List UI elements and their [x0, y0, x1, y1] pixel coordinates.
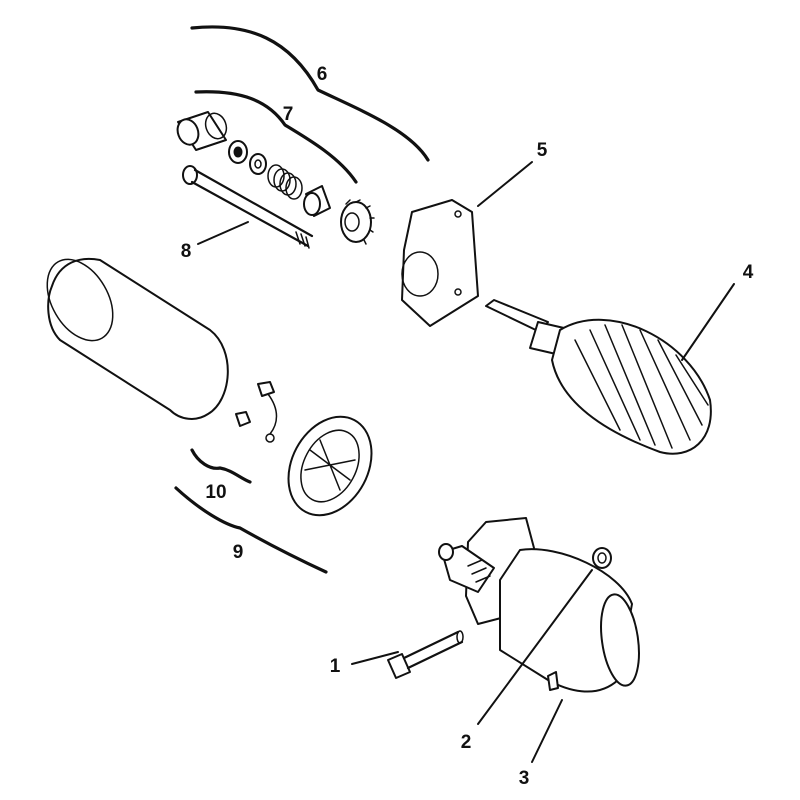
- callout-5: 5: [537, 140, 548, 161]
- callout-1: 1: [330, 656, 341, 677]
- leader-8: [197, 221, 249, 245]
- brushes-part: [235, 381, 278, 443]
- callout-9: 9: [233, 542, 244, 563]
- spring-part: [267, 164, 303, 200]
- washer-part: [249, 153, 267, 175]
- leader-lines: [197, 161, 735, 763]
- collar-part: [303, 185, 331, 217]
- leader-4: [681, 283, 735, 361]
- leader-1: [351, 651, 399, 665]
- callout-10: 10: [205, 482, 226, 503]
- callout-8: 8: [181, 241, 192, 262]
- pinion-gear-part: [340, 199, 375, 245]
- sleeve-part: [176, 111, 228, 151]
- callout-3: 3: [519, 768, 530, 789]
- commutator-end-cap-part: [287, 415, 373, 517]
- through-bolt-part: [182, 165, 314, 249]
- drive-end-cap-part: [401, 199, 479, 327]
- leader-2: [477, 569, 593, 725]
- callout-2: 2: [461, 732, 472, 753]
- callout-7: 7: [283, 104, 294, 125]
- brace-10: [190, 448, 252, 484]
- mounting-bolt-part: [387, 630, 464, 679]
- brace-7: [194, 90, 358, 184]
- starter-motor-assembly: [438, 517, 640, 693]
- leader-3: [531, 699, 563, 763]
- nut-part: [228, 140, 248, 164]
- brace-6: [190, 25, 430, 162]
- brace-9: [174, 486, 328, 574]
- callout-4: 4: [743, 262, 754, 283]
- callout-6: 6: [317, 64, 328, 85]
- frame-housing-part: [46, 257, 229, 420]
- leader-5: [477, 161, 533, 207]
- armature-part: [485, 299, 712, 455]
